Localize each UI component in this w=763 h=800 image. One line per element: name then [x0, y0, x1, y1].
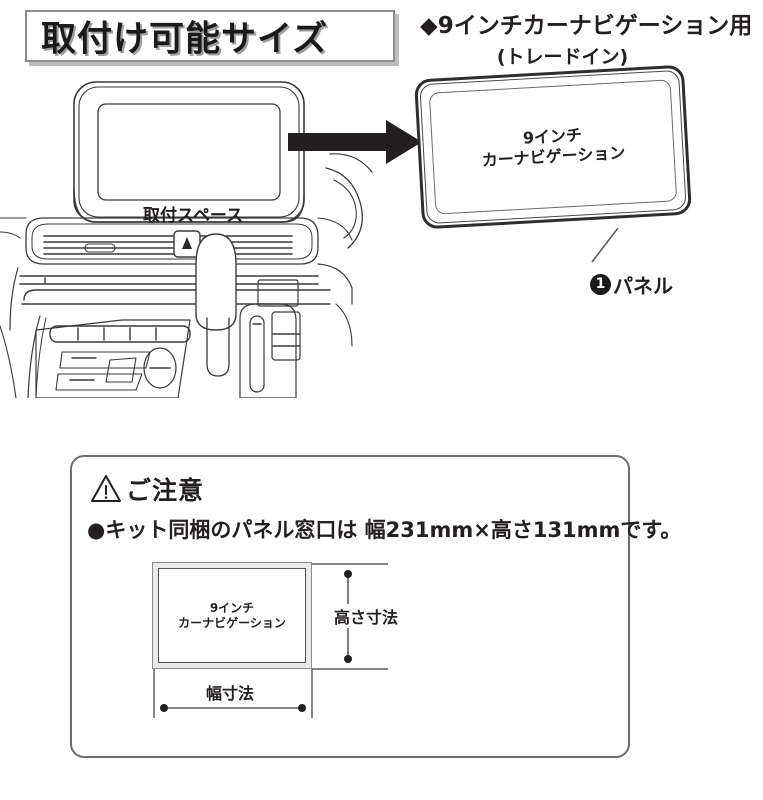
title-banner: 取付け可能サイズ — [25, 10, 395, 62]
page-title: 取付け可能サイズ — [41, 19, 328, 60]
dimension-nav-line2: カーナビゲーション — [178, 615, 286, 630]
callout-leader-line — [591, 227, 619, 263]
transfer-arrow — [288, 118, 428, 166]
dimension-nav-line1: 9インチ — [209, 600, 255, 615]
nav-type-subheading: (トレードイン) — [496, 46, 629, 69]
panel-callout: 1 パネル — [556, 227, 736, 303]
panel-label: 9インチ カーナビゲーション — [429, 79, 677, 214]
panel-label-line2: カーナビゲーション — [481, 142, 626, 170]
caution-body-text: ●キット同梱のパネル窓口は 幅231mm×高さ131mmです。 — [87, 514, 681, 544]
caution-box: ご注意 ●キット同梱のパネル窓口は 幅231mm×高さ131mmです。 9インチ… — [70, 455, 681, 758]
right-arrow-icon — [288, 120, 422, 164]
dashboard-illustration: 取付スペース — [0, 68, 400, 399]
dashboard-linework — [0, 81, 373, 399]
caution-body-sentence: キット同梱のパネル窓口は 幅231mm×高さ131mmです。 — [105, 518, 682, 542]
nav-type-heading: ◆9インチカーナビゲーション用 — [420, 13, 753, 39]
panel-unit: 9インチ カーナビゲーション — [414, 64, 692, 230]
callout-text: パネル — [613, 274, 673, 298]
width-dimension-label: 幅寸法 — [202, 680, 259, 704]
callout-number-badge: 1 — [590, 274, 611, 295]
caution-bullet: ● — [87, 518, 106, 542]
dimension-diagram: 9インチ カーナビゲーション 高さ寸法 — [152, 562, 422, 727]
nav-type-header: ◆9インチカーナビゲーション用 (トレードイン) — [420, 13, 760, 69]
dimension-nav-box: 9インチ カーナビゲーション — [158, 568, 306, 663]
callout-label: 1 パネル — [590, 270, 673, 299]
caution-heading: ご注意 — [90, 471, 204, 507]
caution-heading-text: ご注意 — [126, 476, 205, 505]
dimension-lines — [153, 563, 388, 718]
warning-triangle-icon — [91, 475, 121, 502]
height-dimension-label: 高さ寸法 — [330, 604, 403, 628]
